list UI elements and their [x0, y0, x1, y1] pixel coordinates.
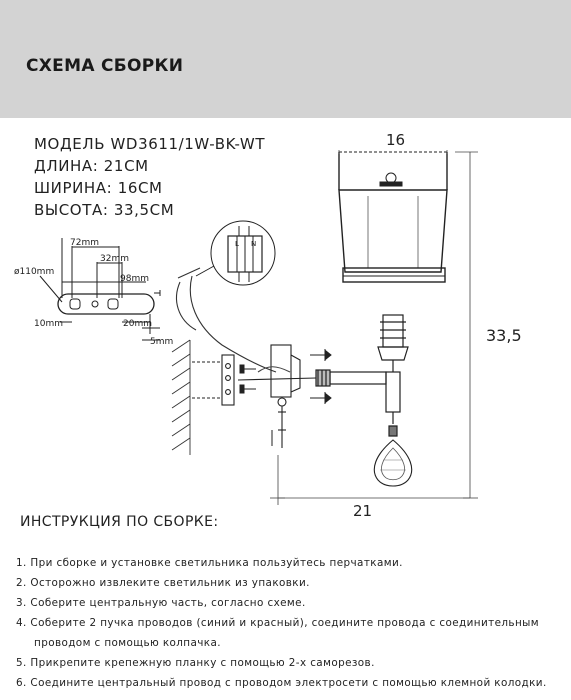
label-32mm: 32mm	[100, 254, 129, 264]
label-10mm: 10mm	[34, 319, 63, 329]
spec-block: МОДЕЛЬ WD3611/1W-BK-WT ДЛИНА: 21СМ ШИРИН…	[34, 133, 265, 221]
terminal-label-n: N	[251, 240, 256, 248]
socket-assembly	[377, 314, 409, 437]
dimension-bottom-label: 21	[353, 502, 373, 520]
mounting-plate	[192, 344, 317, 448]
terminal-label-l: L	[235, 240, 239, 248]
label-5mm: 5mm	[150, 337, 173, 347]
list-item: 1. При сборке и установке светильника по…	[16, 557, 403, 569]
dimension-lines	[270, 150, 478, 505]
plate-detail	[39, 238, 161, 341]
terminal-block-callout	[195, 220, 276, 286]
list-item: 5. Прикрепите крепежную планку с помощью…	[16, 657, 375, 669]
spec-width: ШИРИНА: 16СМ	[34, 179, 163, 197]
spec-height: ВЫСОТА: 33,5СМ	[34, 201, 175, 219]
wall-hatch	[171, 339, 191, 455]
crystal-pendant	[373, 439, 413, 487]
list-item: 6. Соедините центральный провод с провод…	[16, 677, 547, 689]
list-item: 4. Соберите 2 пучка проводов (синий и кр…	[16, 617, 539, 629]
list-item-continuation: проводом с помощью колпачка.	[34, 637, 221, 649]
label-20mm: 20mm	[123, 319, 152, 329]
model-name: МОДЕЛЬ WD3611/1W-BK-WT	[34, 135, 266, 153]
dimension-side-label: 33,5	[486, 326, 522, 345]
instructions-list: 1. При сборке и установке светильника по…	[16, 553, 547, 693]
list-item: 2. Осторожно извлеките светильник из упа…	[16, 577, 310, 589]
dimension-top-label: 16	[386, 131, 406, 149]
screws	[239, 349, 332, 446]
label-98mm: 98mm	[120, 274, 149, 284]
list-item: 3. Соберите центральную часть, согласно …	[16, 597, 306, 609]
label-72mm: 72mm	[70, 238, 99, 248]
arm-rod	[315, 369, 387, 387]
label-d110mm: ø110mm	[14, 267, 54, 277]
lampshade	[338, 151, 448, 283]
header-band: СХЕМА СБОРКИ	[0, 0, 571, 118]
spec-length: ДЛИНА: 21СМ	[34, 157, 149, 175]
power-wire	[176, 267, 277, 373]
page-title: СХЕМА СБОРКИ	[26, 56, 184, 76]
instructions-title: ИНСТРУКЦИЯ ПО СБОРКЕ:	[20, 514, 219, 530]
